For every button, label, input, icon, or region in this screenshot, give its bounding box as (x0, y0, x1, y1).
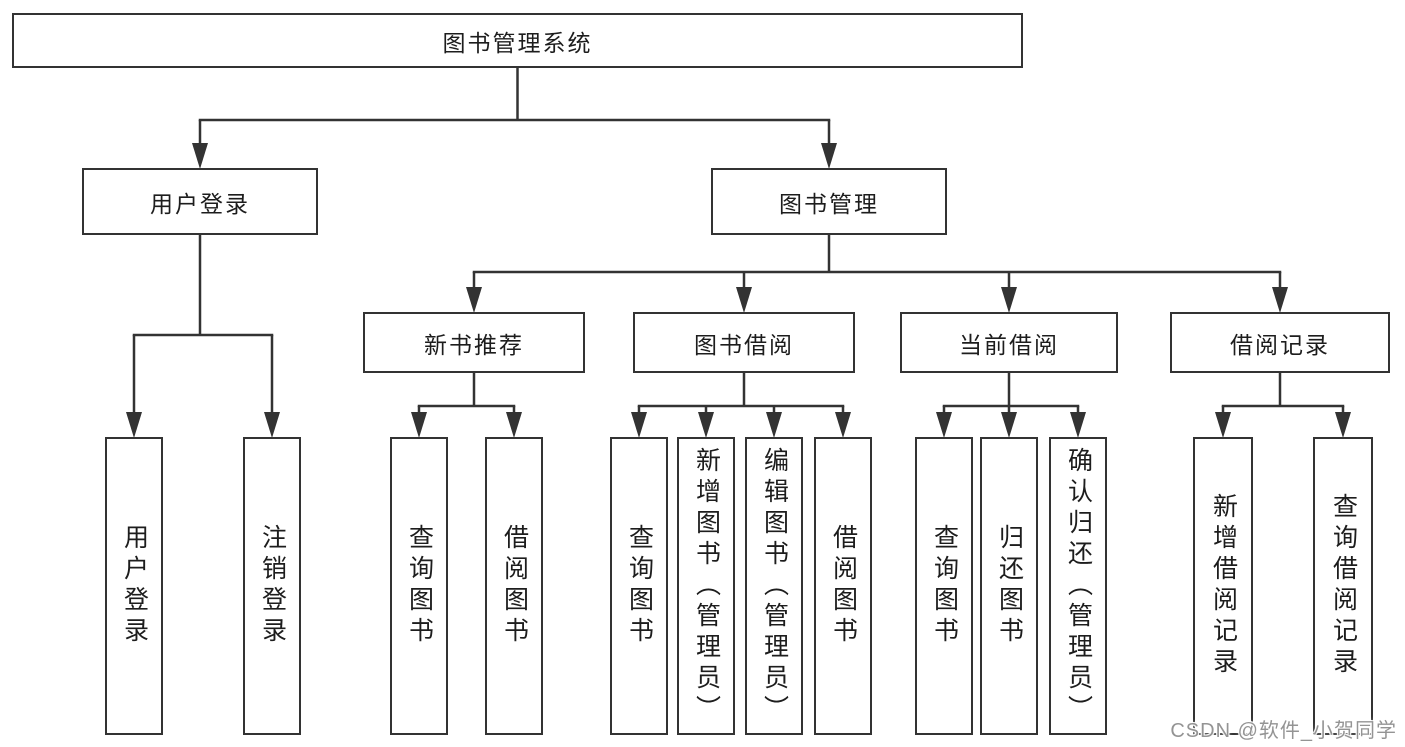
node-query-books-recommend: 查询图书 (390, 437, 448, 735)
node-label-user-login: 用户登录 (120, 524, 149, 648)
node-borrow-books: 借阅图书 (814, 437, 872, 735)
node-edit-books-admin: 编辑图书（管理员） (745, 437, 803, 735)
arrowhead-user-login (126, 412, 142, 438)
node-label-user-login-branch: 用户登录 (150, 190, 250, 217)
arrowhead-query-books-borrowing (631, 412, 647, 438)
arrowhead-book-management (821, 143, 837, 169)
node-query-books-current: 查询图书 (915, 437, 973, 735)
arrowhead-user-login-branch (192, 143, 208, 169)
arrowhead-borrow-books-recommend (506, 412, 522, 438)
node-system-root: 图书管理系统 (12, 13, 1023, 68)
node-label-edit-books-admin: 编辑图书（管理员） (760, 446, 789, 726)
node-query-books-borrowing: 查询图书 (610, 437, 668, 735)
node-borrowing-records: 借阅记录 (1170, 312, 1390, 373)
node-query-borrow-record: 查询借阅记录 (1313, 437, 1373, 735)
node-label-book-management: 图书管理 (779, 190, 879, 217)
arrowhead-book-borrowing (736, 287, 752, 313)
node-book-management: 图书管理 (711, 168, 947, 235)
node-label-query-books-recommend: 查询图书 (405, 524, 434, 648)
node-label-book-borrowing: 图书借阅 (694, 331, 794, 358)
node-add-borrow-record: 新增借阅记录 (1193, 437, 1253, 735)
arrowhead-query-books-recommend (411, 412, 427, 438)
arrowhead-add-books-admin (698, 412, 714, 438)
node-confirm-return-admin: 确认归还（管理员） (1049, 437, 1107, 735)
node-return-books: 归还图书 (980, 437, 1038, 735)
node-label-borrow-books-recommend: 借阅图书 (500, 524, 529, 648)
arrowhead-edit-books-admin (766, 412, 782, 438)
node-label-query-books-borrowing: 查询图书 (625, 524, 654, 648)
node-new-book-recommend: 新书推荐 (363, 312, 585, 373)
arrowhead-current-borrowing (1001, 287, 1017, 313)
node-borrow-books-recommend: 借阅图书 (485, 437, 543, 735)
node-label-return-books: 归还图书 (995, 524, 1024, 648)
node-current-borrowing: 当前借阅 (900, 312, 1118, 373)
node-label-add-borrow-record: 新增借阅记录 (1209, 493, 1238, 679)
arrowhead-borrow-books (835, 412, 851, 438)
node-label-logout: 注销登录 (258, 524, 287, 648)
arrowhead-logout (264, 412, 280, 438)
node-label-system-root: 图书管理系统 (442, 29, 593, 56)
arrowhead-query-books-current (936, 412, 952, 438)
node-user-login: 用户登录 (105, 437, 163, 735)
node-label-borrow-books: 借阅图书 (829, 524, 858, 648)
node-user-login-branch: 用户登录 (82, 168, 318, 235)
node-label-borrowing-records: 借阅记录 (1230, 331, 1330, 358)
node-label-confirm-return-admin: 确认归还（管理员） (1064, 446, 1093, 726)
arrowhead-borrowing-records (1272, 287, 1288, 313)
node-label-query-borrow-record: 查询借阅记录 (1329, 493, 1358, 679)
arrowhead-confirm-return-admin (1070, 412, 1086, 438)
node-label-new-book-recommend: 新书推荐 (424, 331, 524, 358)
arrowhead-return-books (1001, 412, 1017, 438)
watermark: CSDN @软件_小贺同学 (1170, 720, 1397, 742)
node-label-query-books-current: 查询图书 (930, 524, 959, 648)
node-logout: 注销登录 (243, 437, 301, 735)
arrowhead-add-borrow-record (1215, 412, 1231, 438)
arrowhead-new-book-recommend (466, 287, 482, 313)
node-add-books-admin: 新增图书（管理员） (677, 437, 735, 735)
arrowhead-query-borrow-record (1335, 412, 1351, 438)
node-label-current-borrowing: 当前借阅 (959, 331, 1059, 358)
node-label-add-books-admin: 新增图书（管理员） (692, 446, 721, 726)
node-book-borrowing: 图书借阅 (633, 312, 855, 373)
